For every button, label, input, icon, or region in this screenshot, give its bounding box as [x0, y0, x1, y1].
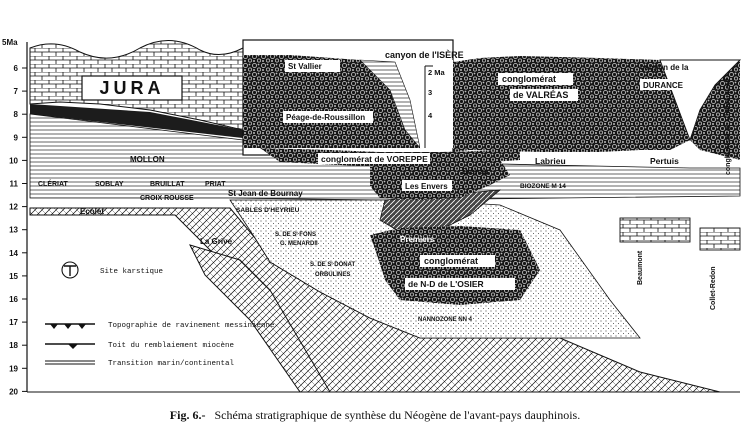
valreas-bg-2 — [510, 89, 578, 101]
jura-label: JURA — [99, 78, 164, 98]
age-scale: 5Ma 6 7 8 9 10 11 12 13 14 15 16 17 18 19 20 — [2, 38, 28, 396]
nannozone-label: NANNOZONE NN 4 — [418, 317, 473, 323]
valreas-label-1: conglomérat — [502, 74, 556, 84]
voreppe-bg — [318, 153, 430, 164]
beaumont-brick — [619, 217, 691, 243]
scale-tick-label: 13 — [9, 226, 18, 235]
osier-bg-2 — [405, 278, 515, 290]
st-vallier-bg — [285, 60, 340, 72]
priat-label: PRIAT — [205, 181, 226, 188]
jura-label-box: JURA — [81, 75, 183, 101]
labrieu-label: Labrieu — [535, 156, 566, 166]
molasse-label: MOLLON — [130, 155, 165, 164]
collet-redon-label: Collet-Redon — [710, 266, 717, 310]
scale-tick-label: 7 — [14, 87, 19, 96]
conglo-chateau-label: conglomérat de Châteauneuf — [725, 78, 732, 175]
caption-number: Fig. 6.- — [169, 408, 206, 422]
legend-site-text: Site karstique — [100, 268, 163, 276]
croix-rousse-label: CROIX ROUSSE — [140, 195, 194, 202]
scale-tick-label: 9 — [14, 133, 19, 142]
les-envers-bg — [402, 180, 452, 191]
soblay-label: SOBLAY — [95, 181, 124, 188]
st-jean-label: St Jean de Bournay — [228, 189, 303, 198]
canyon-isere-label: canyon de l'ISÈRE — [385, 50, 464, 60]
peage-label: Péage-de-Roussillon — [286, 113, 365, 122]
scale-tick-label: 17 — [9, 318, 18, 327]
beaumont-label: Beaumont — [637, 250, 644, 285]
legend-transition-icon — [45, 360, 95, 365]
premiers-label: Premiers — [400, 235, 435, 244]
les-envers-label: Les Envers — [405, 182, 448, 191]
legend-toit-text: Toit du remblaiement miocène — [108, 342, 234, 350]
valreas-bg-1 — [498, 73, 573, 85]
caption-text: Schéma stratigraphique de synthèse du Né… — [214, 408, 581, 422]
scale-tick-label: 10 — [9, 156, 18, 165]
sables-label: SABLES D'HEYRIEU — [236, 207, 300, 214]
st-donat-label-2: ORBULINES — [315, 272, 350, 278]
scale-tick-label: 14 — [9, 249, 18, 258]
scale-unit: 5Ma — [2, 38, 18, 47]
upper-dark-band — [30, 104, 260, 140]
st-donat-label-1: S. DE Sᵗ DONAT — [310, 261, 356, 268]
st-fons-label-2: G. MENARDII — [280, 241, 318, 247]
scale-ticks: 6 7 8 9 10 11 12 13 14 15 16 17 18 19 20 — [9, 64, 27, 396]
peage-bg — [283, 111, 373, 123]
legend-transition-text: Transition marin/continental — [108, 360, 235, 368]
voreppe-label: conglomérat de VOREPPE — [321, 154, 428, 164]
scale-tick-label: 6 — [14, 64, 19, 73]
legend-ravinement-text: Topographie de ravinement messinienne — [108, 322, 275, 330]
st-fons-label-1: S. DE Sᵗ FONS — [275, 231, 316, 238]
biozone-label: BIOZONE M 14 — [520, 183, 566, 190]
osier-label-2: de N-D de L'OSIER — [408, 279, 484, 289]
scale-tick-label: 12 — [9, 203, 18, 212]
durance-label-2: DURANCE — [643, 81, 684, 90]
scale-tick-label: 11 — [10, 180, 19, 189]
legend-ravinement-icon — [45, 323, 95, 329]
figure-caption: Fig. 6.- Schéma stratigraphique de synth… — [0, 408, 750, 423]
isere-canyon-inset — [242, 39, 454, 156]
two-ma-label: 2 Ma — [428, 68, 446, 77]
legend: Site karstique Topographie de ravinement… — [45, 261, 275, 368]
cleriat-label: CLÉRIAT — [38, 179, 69, 188]
scale-tick-label: 20 — [9, 387, 18, 396]
scale-tick-label: 8 — [14, 110, 19, 119]
scale-tick-label: 19 — [9, 364, 18, 373]
scale-tick-label: 18 — [9, 341, 18, 350]
bruillat-label: BRUILLAT — [150, 181, 185, 188]
durance-label-1: canyon de la — [640, 63, 689, 72]
collet-brick — [699, 227, 741, 251]
dionay-label: Dionay — [462, 167, 489, 176]
scale-tick-label: 16 — [9, 295, 18, 304]
legend-site-icon — [61, 261, 79, 279]
legend-toit-icon — [45, 343, 95, 349]
osier-bg-1 — [420, 255, 495, 267]
durance-canyon — [690, 60, 740, 160]
osier-label-1: conglomérat — [424, 256, 478, 266]
sub-4-label: 4 — [428, 111, 433, 120]
sub-3-label: 3 — [428, 88, 432, 97]
scale-tick-label: 15 — [9, 272, 18, 281]
valreas-label-2: de VALRÉAS — [513, 90, 568, 100]
durance-bg — [640, 79, 695, 90]
ecolet-label: Ecolet — [80, 207, 104, 216]
la-grive-label: La Grive — [200, 237, 233, 246]
pertuis-label: Pertuis — [650, 156, 679, 166]
st-vallier-label: St Vallier — [288, 62, 322, 71]
